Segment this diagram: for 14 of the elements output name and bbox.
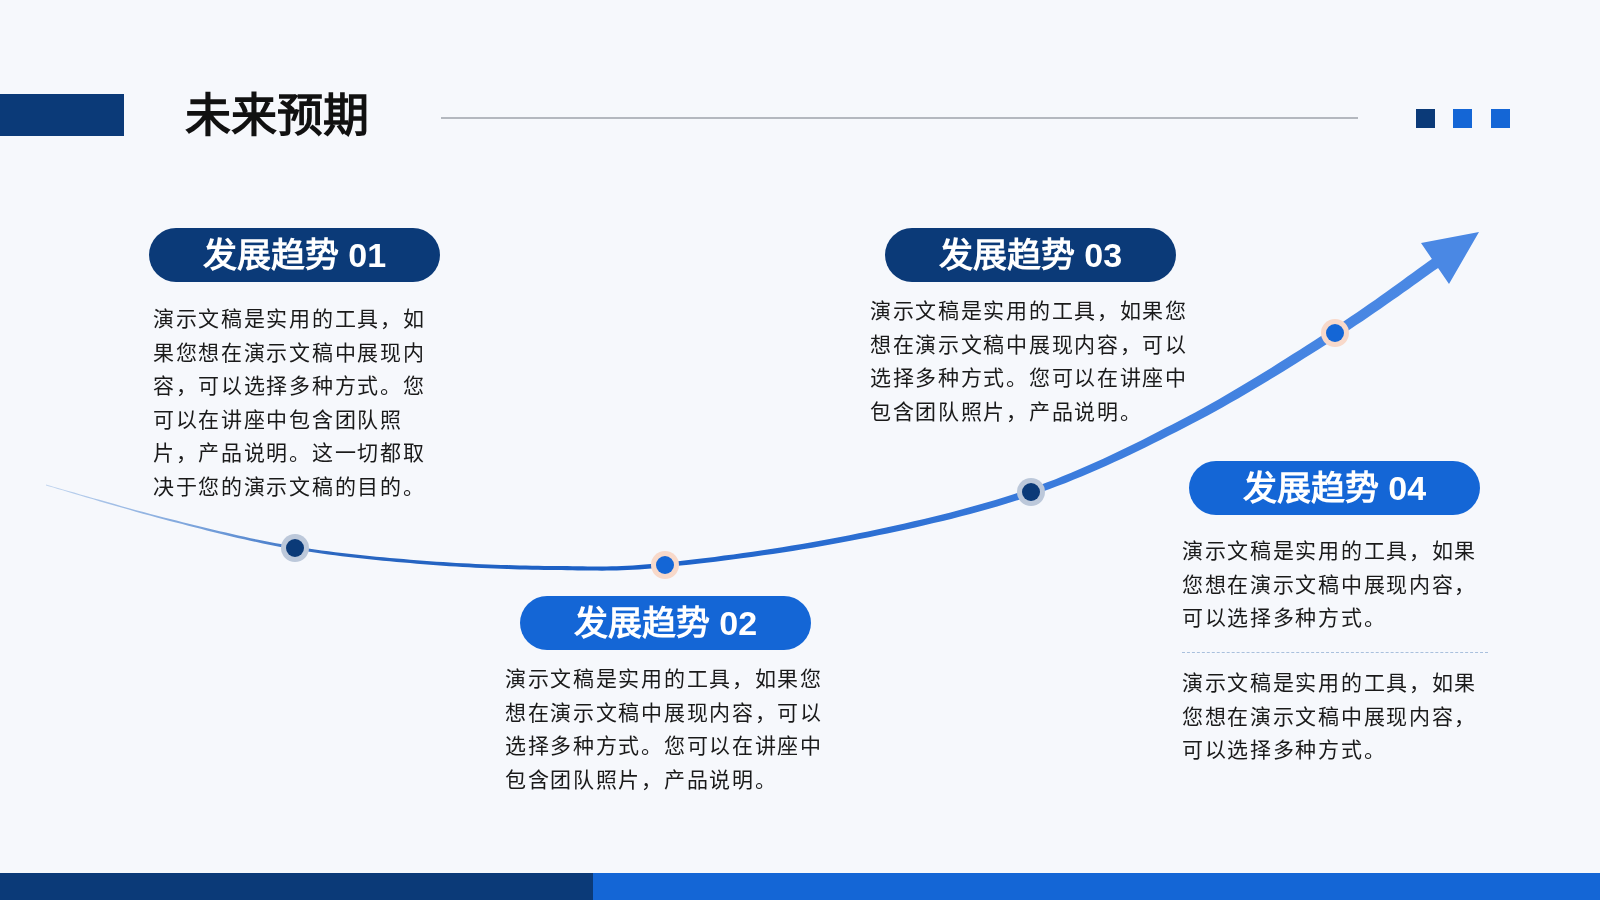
heading-text: 发展趋势 03 xyxy=(938,235,1123,275)
heading-pill xyxy=(1189,461,1480,515)
description-text: 演示文稿是实用的工具，如果您想在演示文稿中展现内容，可以选择多种方式。您可以在讲座中包含团队照片，产品说明。 xyxy=(505,666,824,794)
heading-text: 发展趋势 01 xyxy=(202,235,387,275)
heading-pill xyxy=(149,228,440,282)
description-text: 演示文稿是实用的工具，如果您想在演示文稿中展现内容，可以选择多种方式。 xyxy=(1182,538,1479,633)
slide-title: 未来预期 xyxy=(185,92,369,138)
description-text: 演示文稿是实用的工具，如果您想在演示文稿中展现内容，可以选择多种方式。您可以在讲座中包含团队照片，产品说明。这一切都取决于您的演示文稿的目的。 xyxy=(153,306,427,501)
heading-text: 发展趋势 04 xyxy=(1242,468,1427,508)
description-text: 演示文稿是实用的工具，如果您想在演示文稿中展现内容，可以选择多种方式。您可以在讲座中包含团队照片，产品说明。 xyxy=(870,298,1189,426)
heading-text: 发展趋势 02 xyxy=(573,603,758,643)
description-text: 演示文稿是实用的工具，如果您想在演示文稿中展现内容，可以选择多种方式。 xyxy=(1182,670,1479,765)
heading-pill xyxy=(885,228,1176,282)
heading-pill xyxy=(520,596,811,650)
